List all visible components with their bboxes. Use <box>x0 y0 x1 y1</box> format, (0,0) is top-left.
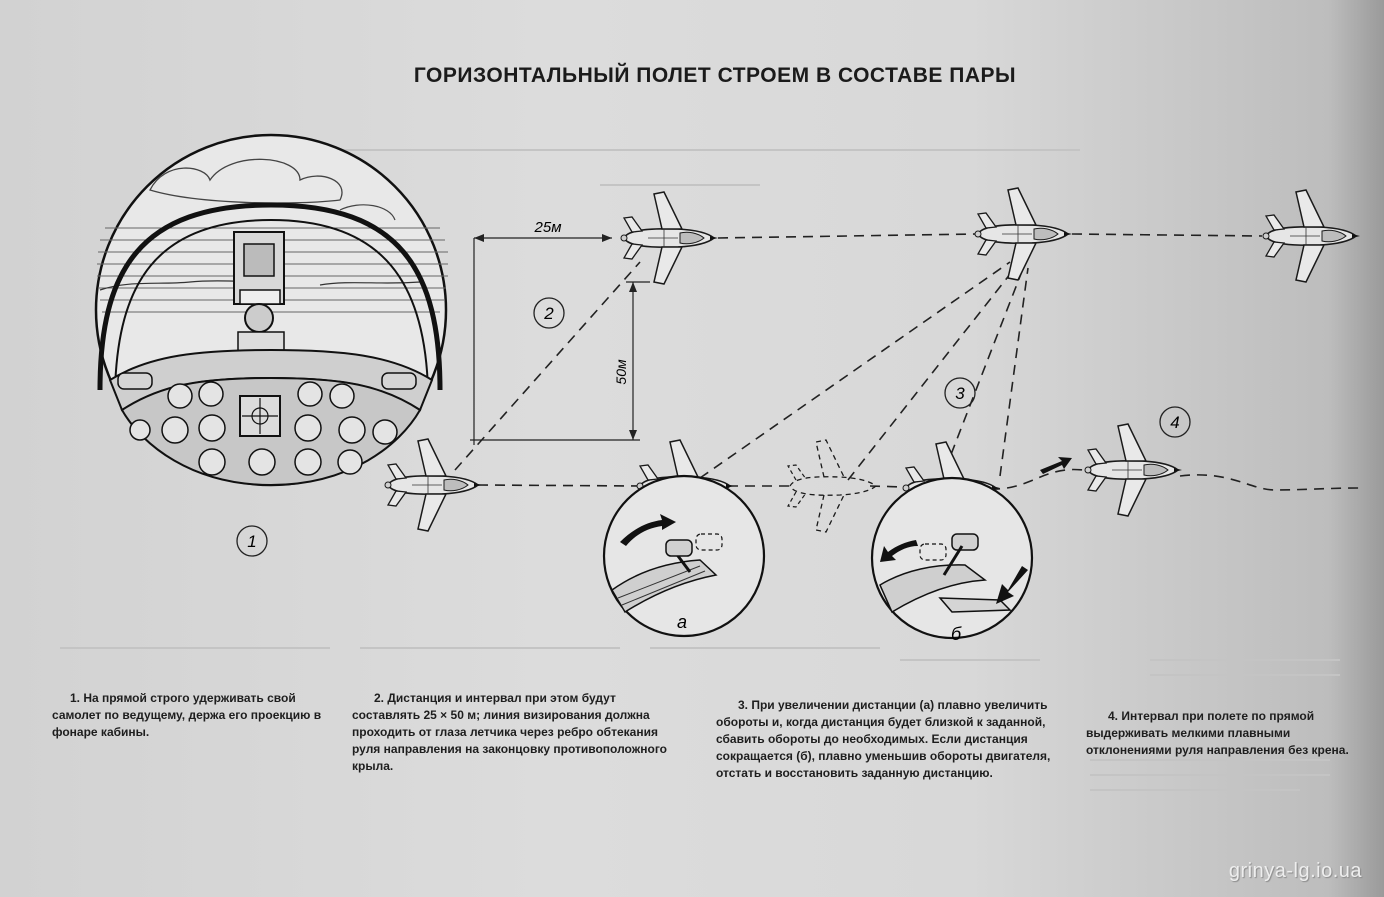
leader-aircraft-2 <box>974 187 1073 281</box>
marker-4-label: 4 <box>1170 413 1179 432</box>
marker-3: 3 <box>944 377 976 409</box>
wingman-aircraft-ghost <box>787 439 877 533</box>
distance-label: 25м <box>534 219 562 236</box>
wingman-aircraft-1 <box>384 438 483 532</box>
caption-step-4: 4. Интервал при полете по прямой выдержи… <box>1086 709 1349 757</box>
interval-dimension: 50м <box>470 281 650 441</box>
direction-arrow <box>1040 457 1072 474</box>
page-title: ГОРИЗОНТАЛЬНЫЙ ПОЛЕТ СТРОЕМ В СОСТАВЕ ПА… <box>413 64 1017 87</box>
distance-dimension: 25м <box>473 219 612 445</box>
inset-a-label: а <box>677 612 687 632</box>
throttle-inset-a: а <box>602 474 766 638</box>
inset-b-label: б <box>951 624 962 644</box>
caption-step-1: 1. На прямой строго удерживать свой само… <box>52 691 322 739</box>
marker-3-label: 3 <box>955 384 965 403</box>
caption-step-2: 2. Дистанция и интервал при этом будут с… <box>352 691 667 773</box>
leader-flight-path <box>717 233 1263 239</box>
marker-2: 2 <box>533 297 565 329</box>
marker-1-label: 1 <box>247 532 256 551</box>
sighting-lines <box>454 261 1029 481</box>
marker-2-label: 2 <box>543 304 554 323</box>
leader-aircraft-1 <box>620 191 719 285</box>
marker-4: 4 <box>1159 406 1191 438</box>
wingman-aircraft-4 <box>1084 423 1183 517</box>
bleed-through-text <box>60 149 1340 791</box>
caption-step-3: 3. При увеличении дистанции (а) плавно у… <box>716 698 1051 780</box>
marker-1: 1 <box>236 525 268 557</box>
cockpit-view-illustration <box>94 133 448 487</box>
watermark: grinya-lg.io.ua <box>1228 860 1362 882</box>
throttle-inset-b: б <box>870 476 1034 644</box>
leader-aircraft-3 <box>1262 189 1361 283</box>
interval-label: 50м <box>613 359 629 385</box>
